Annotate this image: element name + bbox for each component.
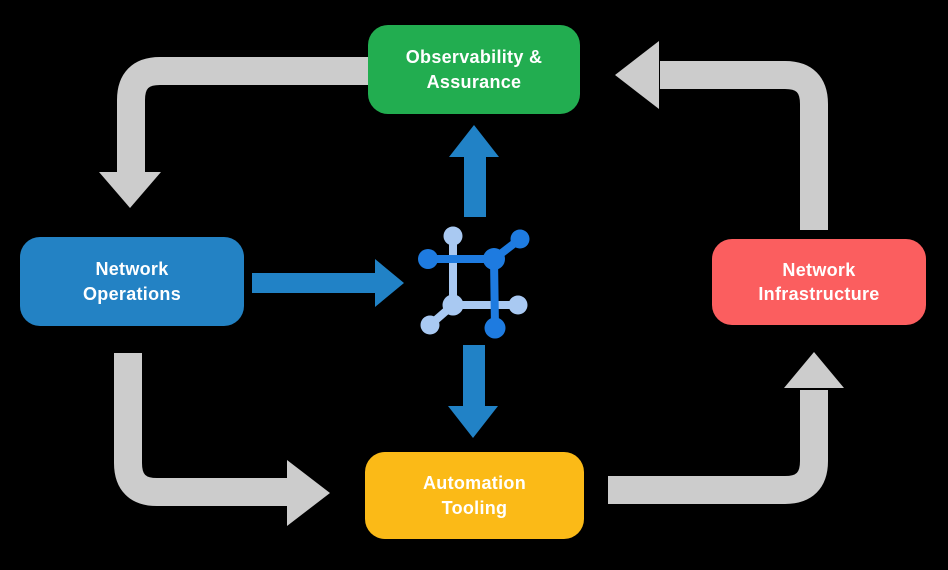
node-label: Network Operations: [82, 259, 182, 304]
arrow-operations-to-automation: [114, 353, 330, 526]
arrow-head-left: [615, 41, 659, 109]
icon-dark-node: [484, 317, 506, 339]
icon-dark-vertical-line: [490, 255, 499, 332]
arrow-observability-to-operations: [99, 57, 369, 208]
arrow-head-up: [784, 352, 844, 388]
arrow-shaft: [117, 57, 369, 174]
arrow-shaft: [608, 390, 828, 504]
arrow-core-to-observability: [449, 125, 499, 217]
icon-dark-junction-node: [483, 248, 505, 270]
icon-light-node: [420, 315, 440, 335]
icon-light-node: [443, 226, 463, 246]
network-mesh-icon: [418, 226, 530, 339]
node-label: Network Infrastructure: [758, 259, 880, 304]
arrow-shaft: [114, 353, 289, 506]
node-label: Automation Tooling: [423, 473, 526, 518]
arrow-head-down: [99, 172, 161, 208]
arrow-head-right: [287, 460, 330, 526]
arrow-shaft: [660, 61, 828, 230]
node-network-operations: Network Operations: [20, 237, 244, 326]
arrow-infrastructure-to-observability: [615, 41, 828, 230]
icon-dark-node: [510, 229, 530, 249]
node-network-infrastructure: Network Infrastructure: [712, 239, 926, 325]
arrow-automation-to-infrastructure: [608, 352, 844, 504]
node-label: Observability & Assurance: [405, 47, 543, 92]
icon-light-node: [508, 295, 528, 315]
node-observability-assurance: Observability & Assurance: [368, 25, 580, 114]
arrow-operations-to-core: [252, 259, 404, 307]
arrow-core-to-automation: [448, 345, 498, 438]
icon-light-junction-node: [442, 294, 464, 316]
node-automation-tooling: Automation Tooling: [365, 452, 584, 539]
icon-dark-node: [418, 249, 438, 269]
